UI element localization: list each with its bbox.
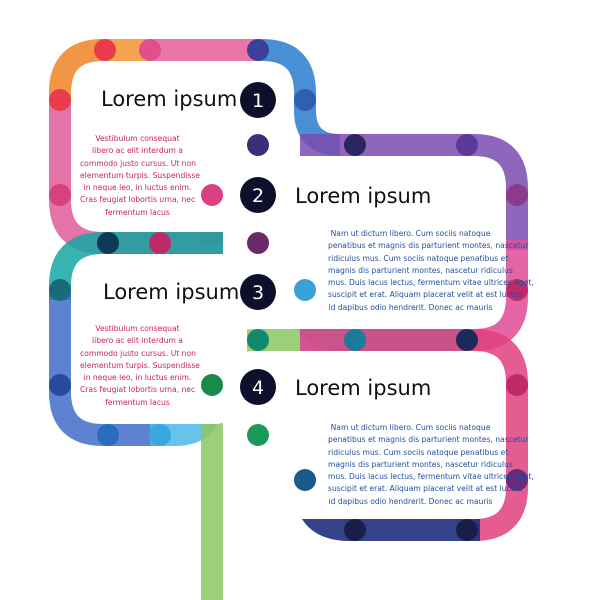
- badge-2: [240, 177, 276, 213]
- station-dot: [49, 279, 71, 301]
- step-4-body-line: id dapibus odio hendrerit. Donec ac maur…: [328, 496, 493, 506]
- step-3-body-line: libero ac elit interdum a: [92, 336, 183, 346]
- station-dot: [97, 424, 119, 446]
- step-1-body-line: libero ac elit interdum a: [92, 146, 183, 156]
- badge-3-number: 3: [252, 282, 264, 304]
- step-1-heading: Lorem ipsum: [101, 87, 238, 111]
- station-dot: [294, 279, 316, 301]
- station-dot: [344, 519, 366, 541]
- station-dot: [97, 232, 119, 254]
- step-1-body: Vestibulum consequat libero ac elit inte…: [80, 133, 200, 219]
- card-4-panel: [223, 351, 506, 519]
- step-4-body-line: ridiculus mus. Cum sociis natoque penati…: [328, 447, 509, 457]
- step-2-body-line: id dapibus odio hendrerit. Donec ac maur…: [328, 302, 493, 312]
- step-2-body-line: penatibus et magnis dis parturient monte…: [328, 241, 529, 251]
- card-2-panel: [223, 156, 506, 329]
- station-dot: [201, 374, 223, 396]
- station-dot: [506, 184, 528, 206]
- station-dot: [149, 424, 171, 446]
- station-dot: [149, 232, 171, 254]
- station-dot: [344, 134, 366, 156]
- step-2-body-line: magnis dis parturient montes, nascetur r…: [328, 265, 513, 275]
- step-1-body-line: Vestibulum consequat: [95, 134, 180, 143]
- step-2-body-line: ridiculus mus. Cum sociis natoque penati…: [328, 253, 509, 263]
- station-dot: [49, 374, 71, 396]
- station-dot: [49, 89, 71, 111]
- step-1-body-line: commodo justo cursus. Ut non: [80, 158, 196, 168]
- step-4-body: Nam ut dictum libero. Cum sociis natoque…: [328, 422, 534, 508]
- number-badges: 1 2 3 4: [240, 82, 276, 405]
- badge-1-number: 1: [252, 90, 264, 112]
- step-1-body-line: fermentum lacus: [105, 207, 170, 217]
- station-dot: [94, 39, 116, 61]
- station-dot: [49, 184, 71, 206]
- step-3-heading: Lorem ipsum: [103, 280, 240, 304]
- station-dot: [506, 279, 528, 301]
- badge-1: [240, 82, 276, 118]
- step-2-body-line: Nam ut dictum libero. Cum sociis natoque: [330, 229, 491, 238]
- station-dot: [294, 89, 316, 111]
- step-4-body-line: magnis dis parturient montes, nascetur r…: [328, 459, 513, 469]
- station-dot: [456, 134, 478, 156]
- station-dot: [506, 374, 528, 396]
- step-3-body-line: fermentum lacus: [105, 397, 170, 407]
- station-dot: [247, 424, 269, 446]
- badge-4-number: 4: [252, 377, 264, 399]
- step-2-heading: Lorem ipsum: [295, 184, 432, 208]
- step-3-body-line: Cras feugiat lobortis urna, nec: [80, 385, 196, 395]
- step-4-body-line: Nam ut dictum libero. Cum sociis natoque: [330, 423, 491, 432]
- step-3-body: Vestibulum consequat libero ac elit inte…: [80, 323, 200, 409]
- station-dot: [344, 329, 366, 351]
- step-2-body-line: suscipit et erat. Aliquam placerat velit…: [328, 290, 523, 300]
- step-3-body-line: in neque leo, in luctus enim.: [83, 373, 192, 383]
- station-dots: [49, 39, 528, 541]
- station-dot: [247, 329, 269, 351]
- station-dot: [456, 329, 478, 351]
- station-dot: [247, 39, 269, 61]
- station-dot: [294, 469, 316, 491]
- station-dot: [456, 519, 478, 541]
- station-dot: [139, 39, 161, 61]
- step-2-body-line: mus. Duis lacus lectus, fermentum vitae …: [328, 278, 534, 288]
- step-3-body-line: commodo justo cursus. Ut non: [80, 348, 196, 358]
- step-1-body-line: in neque leo, in luctus enim.: [83, 183, 192, 193]
- station-dot: [247, 134, 269, 156]
- step-4-body-line: suscipit et erat. Aliquam placerat velit…: [328, 484, 523, 494]
- step-2-body: Nam ut dictum libero. Cum sociis natoque…: [328, 228, 534, 314]
- badge-4: [240, 369, 276, 405]
- station-dot: [247, 232, 269, 254]
- badge-2-number: 2: [252, 185, 264, 207]
- step-4-heading: Lorem ipsum: [295, 376, 432, 400]
- step-3-body-line: Vestibulum consequat: [95, 324, 180, 333]
- step-1-body-line: Cras feugiat lobortis urna, nec: [80, 195, 196, 205]
- step-3-body-line: elementum turpis. Suspendisse: [80, 360, 200, 370]
- step-4-body-line: mus. Duis lacus lectus, fermentum vitae …: [328, 472, 534, 482]
- badge-3: [240, 274, 276, 310]
- step-4-body-line: penatibus et magnis dis parturient monte…: [328, 435, 529, 445]
- step-1-body-line: elementum turpis. Suspendisse: [80, 170, 200, 180]
- station-dot: [506, 469, 528, 491]
- station-dot: [201, 184, 223, 206]
